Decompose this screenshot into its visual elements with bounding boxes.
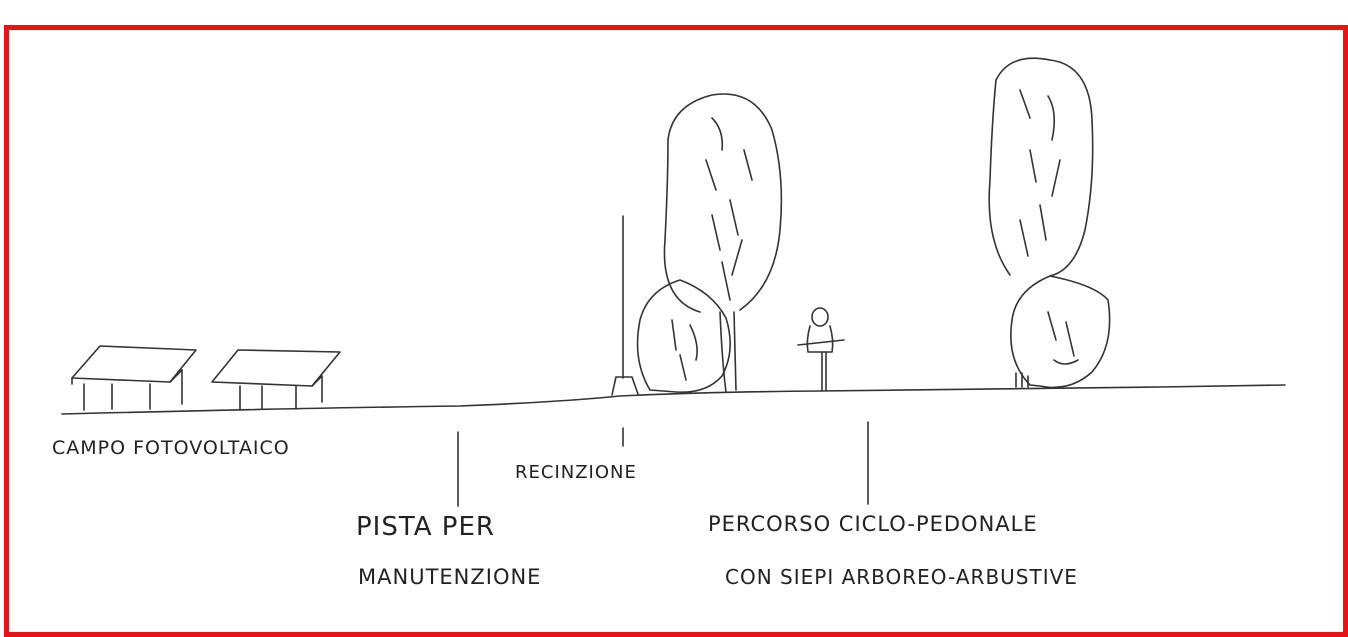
shrub-left bbox=[636, 279, 731, 393]
tree-tall-right bbox=[988, 57, 1094, 277]
label-pista-line2: MANUTENZIONE bbox=[358, 565, 542, 589]
label-recinzione: RECINZIONE bbox=[515, 462, 637, 483]
fence-post bbox=[611, 215, 639, 396]
label-pista-line1: PISTA PER bbox=[356, 512, 495, 542]
tree-tall-left bbox=[663, 93, 783, 393]
cyclist bbox=[797, 307, 845, 391]
solar-panel-1 bbox=[71, 345, 197, 411]
ground-line bbox=[61, 384, 1286, 415]
label-percorso-line1: PERCORSO CICLO-PEDONALE bbox=[708, 512, 1038, 536]
shrub-right bbox=[1010, 275, 1111, 389]
diagram-frame bbox=[4, 25, 1348, 637]
label-campo-fotovoltaico: CAMPO FOTOVOLTAICO bbox=[52, 437, 290, 459]
label-percorso-line2: CON SIEPI ARBOREO-ARBUSTIVE bbox=[725, 565, 1078, 589]
solar-panel-2 bbox=[211, 349, 341, 411]
